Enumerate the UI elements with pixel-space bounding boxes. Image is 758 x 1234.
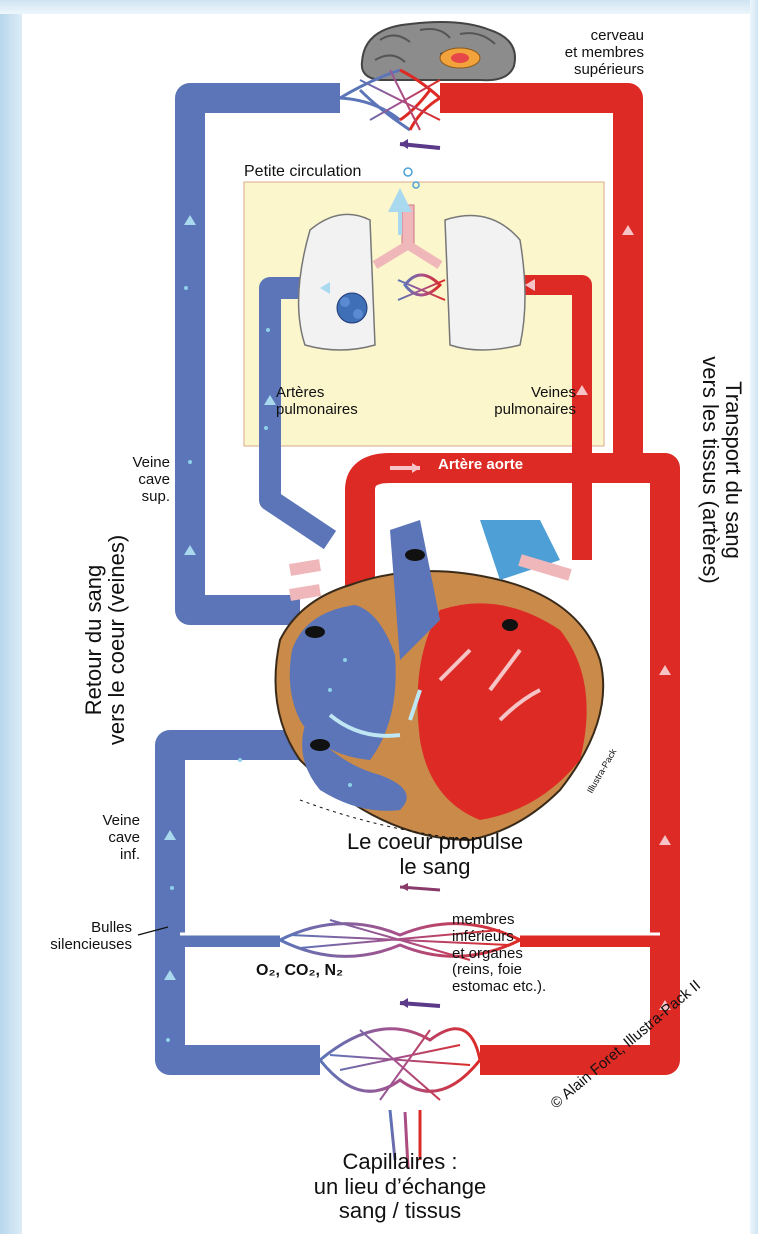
bulles-label: Bulles silencieuses [20, 920, 132, 954]
transport-label: Transport du sang vers les tissus (artèr… [699, 340, 745, 600]
mi-line1: membres [452, 912, 546, 929]
cap-line2: un lieu d’échange [250, 1175, 550, 1200]
capillaires-label: Capillaires : un lieu d’échange sang / t… [250, 1150, 550, 1224]
artere-aorte-label: Artère aorte [438, 457, 523, 474]
bulles-line2: silencieuses [20, 937, 132, 954]
mi-line4: (reins, foie [452, 962, 546, 979]
membres-inferieurs-label: membres inférieurs et organes (reins, fo… [452, 912, 546, 996]
transport-line2: vers les tissus (artères) [699, 340, 722, 600]
arteres-pulmonaires-label: Artères pulmonaires [276, 385, 358, 419]
cap-line1: Capillaires : [250, 1150, 550, 1175]
vcs-line3: sup. [90, 489, 170, 506]
brain-label: cerveau et membres supérieurs [540, 28, 644, 78]
mi-line3: et organes [452, 946, 546, 963]
arteres-line1: Artères [276, 385, 358, 402]
organ-capillaries [320, 1029, 480, 1168]
brain-label-line3: supérieurs [540, 62, 644, 79]
bulles-line1: Bulles [20, 920, 132, 937]
veine-cave-inf-label: Veine cave inf. [60, 813, 140, 863]
petite-circulation-label: Petite circulation [244, 163, 361, 181]
retour-line2: vers le coeur (veines) [105, 530, 128, 750]
veines-line1: Veines [470, 385, 576, 402]
coeur-line2: le sang [300, 855, 570, 880]
retour-line1: Retour du sang [82, 530, 105, 750]
veines-line2: pulmonaires [470, 402, 576, 419]
veine-cave-sup-label: Veine cave sup. [90, 455, 170, 505]
vci-line3: inf. [60, 847, 140, 864]
brain-label-line2: et membres [540, 45, 644, 62]
vci-line2: cave [60, 830, 140, 847]
coeur-label: Le coeur propulse le sang [300, 830, 570, 879]
coeur-line1: Le coeur propulse [300, 830, 570, 855]
vcs-line2: cave [90, 472, 170, 489]
brain-label-line1: cerveau [540, 28, 644, 45]
arteres-line2: pulmonaires [276, 402, 358, 419]
brain-illustration [362, 22, 515, 80]
heart-illustration [276, 520, 604, 840]
vci-line1: Veine [60, 813, 140, 830]
retour-label: Retour du sang vers le coeur (veines) [82, 530, 128, 750]
mi-line5: estomac etc.). [452, 979, 546, 996]
cap-line3: sang / tissus [250, 1199, 550, 1224]
vcs-line1: Veine [90, 455, 170, 472]
gases-label: O₂, CO₂, N₂ [256, 962, 343, 980]
veines-pulmonaires-label: Veines pulmonaires [470, 385, 576, 419]
transport-line1: Transport du sang [722, 340, 745, 600]
mi-line2: inférieurs [452, 929, 546, 946]
